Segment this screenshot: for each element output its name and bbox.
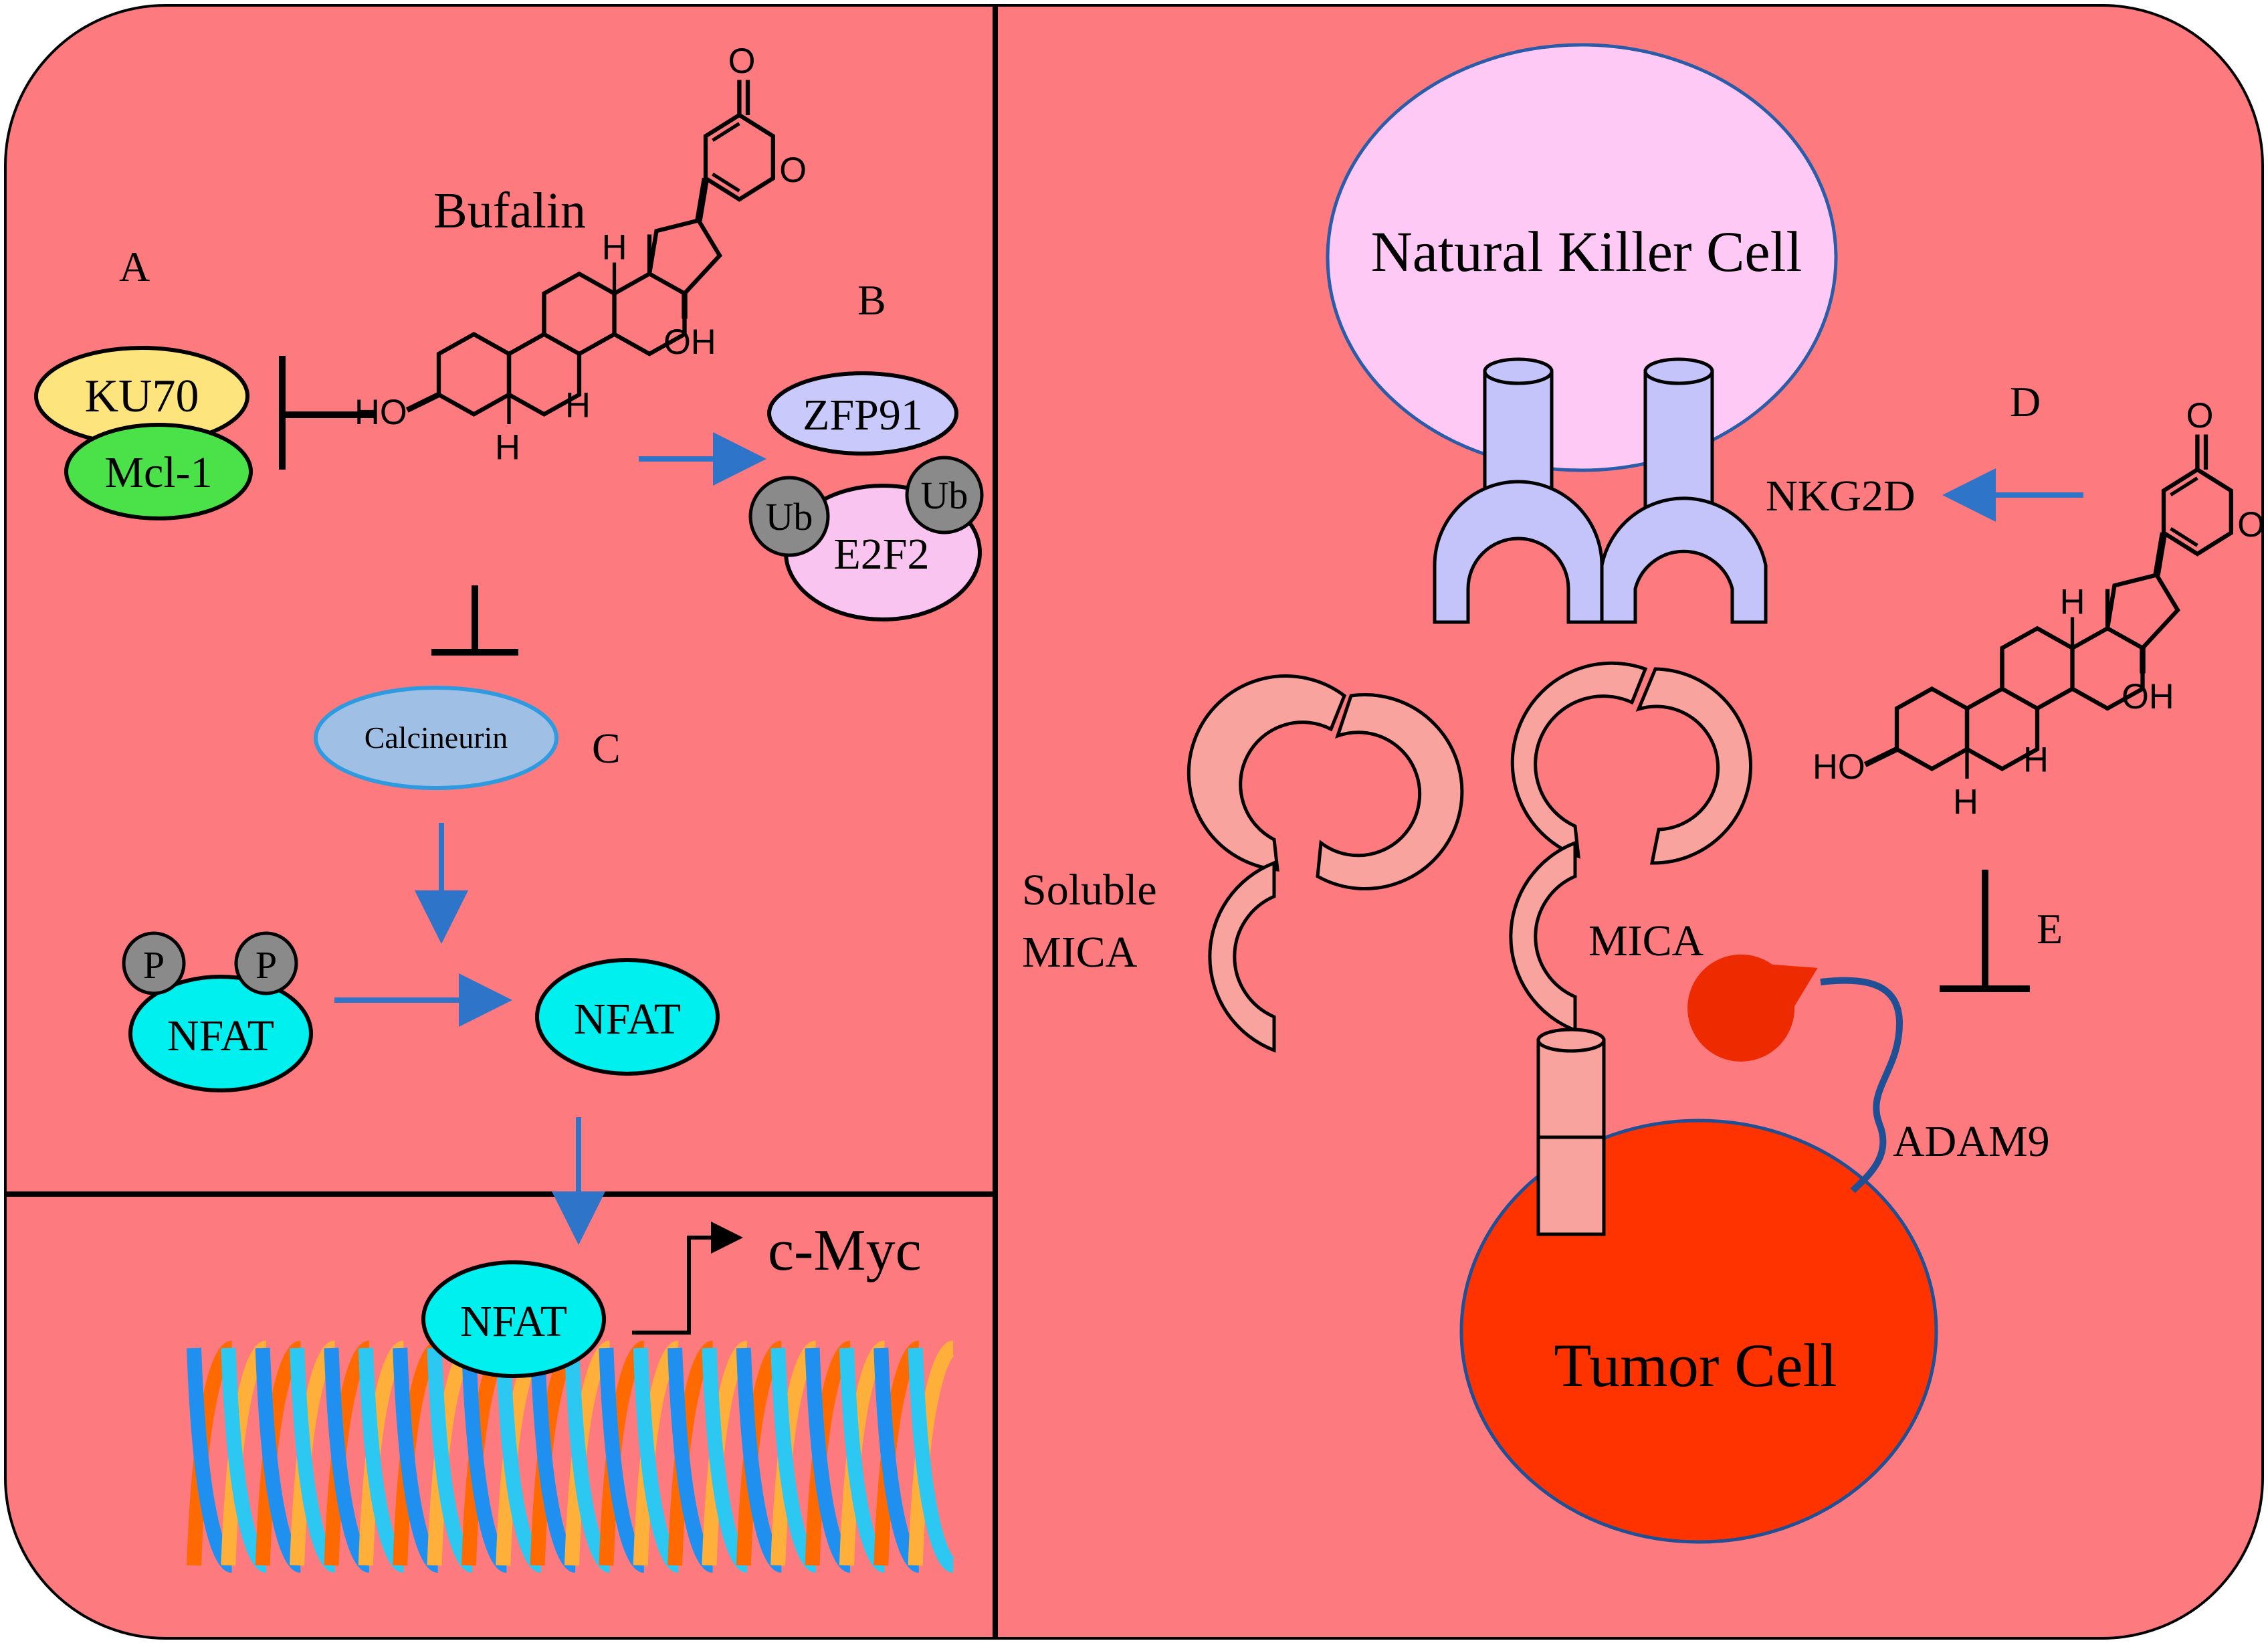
adam9-tether [1820, 977, 1903, 1193]
label-a: A [119, 243, 150, 290]
p-label-2: P [255, 943, 277, 987]
label-e: E [2037, 905, 2063, 953]
atom-o2-right: O [2186, 396, 2214, 435]
e2f2-label: E2F2 [833, 530, 929, 579]
atom-ho-right: HO [1813, 747, 1865, 787]
nfat-p-label: NFAT [167, 1011, 274, 1060]
phosphate-2 [234, 931, 298, 995]
nfat-active [535, 958, 720, 1076]
zfp91-protein [767, 371, 958, 456]
adam9-enzyme [1687, 954, 1818, 1062]
label-c: C [592, 724, 621, 772]
atom-h3-right: H [1953, 783, 1978, 822]
inhibition-a [279, 356, 375, 470]
bufalin-title: Bufalin [433, 183, 586, 239]
nfat-on-dna [421, 1260, 606, 1378]
atom-o-left: O [779, 151, 807, 190]
nfat-phosphorylated [128, 975, 313, 1092]
bufalin-structure-left: O O OH HO H H H [354, 41, 807, 468]
atom-h1-right: H [2023, 741, 2049, 780]
atom-h2-right: H [2060, 582, 2085, 621]
calcineurin-label: Calcineurin [365, 720, 508, 755]
nkg2d-receptor-2 [1600, 357, 1768, 624]
atom-oh-left: OH [663, 322, 716, 362]
cmyc-label: c-Myc [768, 1218, 922, 1283]
nfat-active-label: NFAT [574, 995, 681, 1044]
soluble-mica-label-line1: Soluble [1022, 866, 1157, 914]
dna-helix [187, 1341, 956, 1573]
natural-killer-cell [1326, 43, 1838, 472]
nkg2d-label: NKG2D [1766, 472, 1916, 520]
ub-label-2: Ub [921, 474, 968, 517]
transcription-arrow [632, 1222, 743, 1335]
mica-stalk-front [1536, 1135, 1606, 1236]
adam9-label: ADAM9 [1893, 1117, 2050, 1166]
nfat-dna-label: NFAT [460, 1297, 567, 1346]
ubiquitin-2 [905, 456, 984, 535]
p-label-1: P [143, 943, 165, 987]
inhibition-e [1940, 870, 2030, 992]
atom-h2-left: H [602, 227, 627, 267]
nk-cell-label: Natural Killer Cell [1371, 219, 1802, 284]
ubiquitin-1 [748, 476, 830, 557]
dna-strand-a-segment [908, 1341, 956, 1566]
bufalin-structure-right: O O OH HO H H H [1813, 396, 2265, 822]
label-b: B [857, 276, 886, 324]
ku70-label: KU70 [84, 371, 199, 422]
tumor-cell-label: Tumor Cell [1554, 1331, 1837, 1399]
phosphate-1 [122, 931, 186, 995]
atom-oh-right: OH [2122, 677, 2174, 716]
calcineurin-protein [314, 686, 558, 790]
atom-o-right: O [2237, 505, 2265, 545]
atom-h3-left: H [495, 428, 520, 468]
atom-h1-left: H [565, 386, 591, 425]
soluble-mica-label-line2: MICA [1022, 928, 1138, 977]
inhibition-calcineurin [431, 585, 518, 656]
zfp91-label: ZFP91 [803, 391, 923, 440]
atom-o2-left: O [728, 41, 756, 81]
dna-strand-b-segment [908, 1347, 956, 1573]
ub-label-1: Ub [766, 495, 813, 539]
label-d: D [2010, 378, 2041, 425]
nkg2d-receptor-1 [1433, 357, 1604, 624]
soluble-mica [1187, 674, 1464, 1053]
mcl1-label: Mcl-1 [104, 448, 212, 497]
mcl1-protein [64, 423, 253, 520]
mica-label: MICA [1588, 916, 1704, 965]
